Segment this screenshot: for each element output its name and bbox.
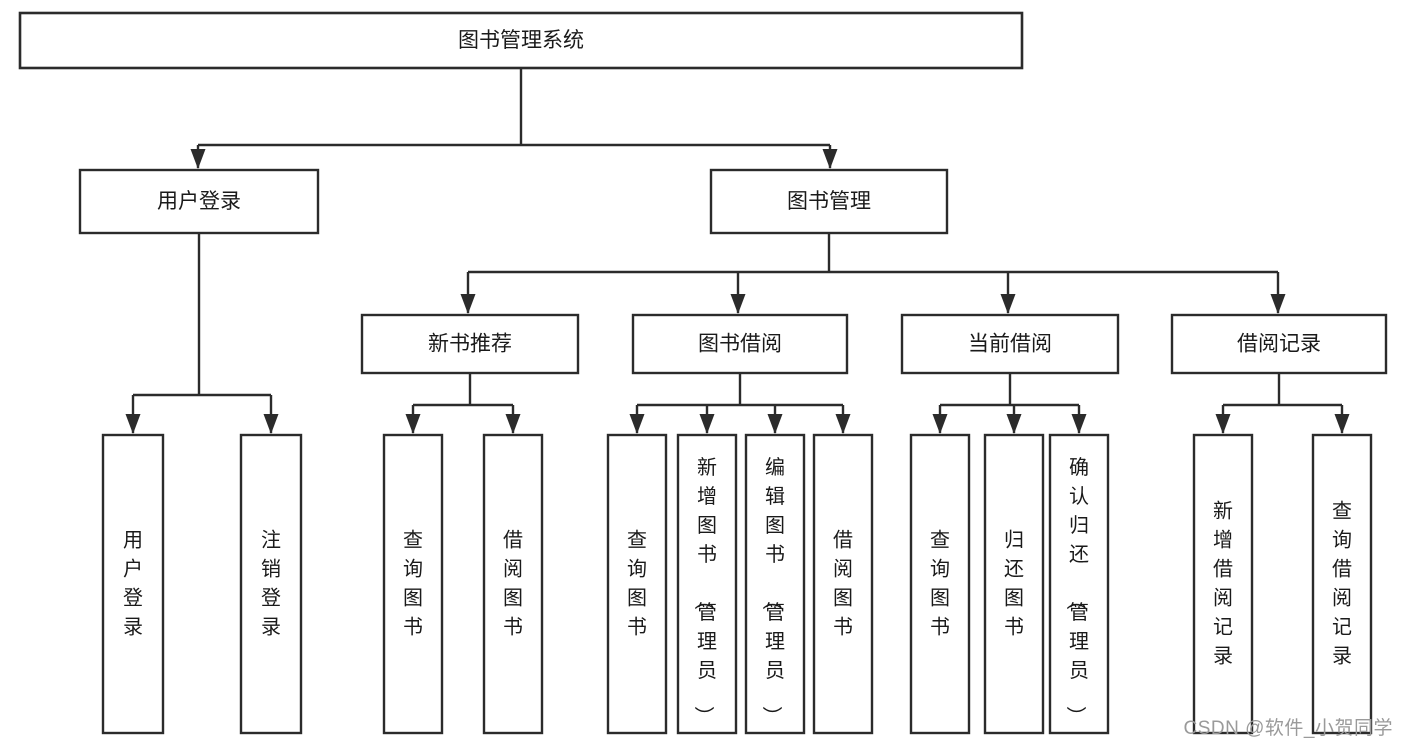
node-box-new-book-rec[interactable] — [360, 313, 580, 375]
node-box-leaf-borrow-book-2[interactable] — [812, 433, 874, 735]
node-box-leaf-add-book[interactable] — [676, 433, 738, 735]
node-label-leaf-add-record: 新增借阅记录 — [1213, 500, 1233, 668]
node-label-borrow-record: 借阅记录 — [1237, 333, 1321, 356]
node-box-leaf-query-book-3[interactable] — [909, 433, 971, 735]
connector-layer — [125, 68, 1350, 434]
node-label-leaf-query-record: 查询借阅记录 — [1332, 500, 1352, 668]
node-label-new-book-rec: 新书推荐 — [428, 333, 512, 356]
node-label-leaf-query-book-1: 查询图书 — [403, 529, 423, 639]
node-leaf-add-book[interactable]: 新增图书（管理员） — [676, 433, 738, 735]
node-book-manage[interactable]: 图书管理 — [709, 168, 949, 235]
node-current-borrow[interactable]: 当前借阅 — [900, 313, 1120, 375]
node-leaf-user-login[interactable]: 用户登录 — [101, 433, 165, 735]
node-book-borrow[interactable]: 图书借阅 — [631, 313, 849, 375]
node-leaf-add-record[interactable]: 新增借阅记录 — [1192, 433, 1254, 735]
node-leaf-query-book-1[interactable]: 查询图书 — [382, 433, 444, 735]
node-label-leaf-add-book: 新增图书（管理员） — [692, 456, 717, 726]
node-box-leaf-user-login[interactable] — [101, 433, 165, 735]
node-box-book-manage[interactable] — [709, 168, 949, 235]
node-label-current-borrow: 当前借阅 — [968, 333, 1052, 356]
node-leaf-query-book-3[interactable]: 查询图书 — [909, 433, 971, 735]
node-box-user-login[interactable] — [78, 168, 320, 235]
node-box-leaf-add-record[interactable] — [1192, 433, 1254, 735]
node-box-book-borrow[interactable] — [631, 313, 849, 375]
connector-root-fan — [190, 68, 838, 169]
node-box-borrow-record[interactable] — [1170, 313, 1388, 375]
node-borrow-record[interactable]: 借阅记录 — [1170, 313, 1388, 375]
node-box-leaf-query-book-1[interactable] — [382, 433, 444, 735]
node-leaf-query-record[interactable]: 查询借阅记录 — [1311, 433, 1373, 735]
node-label-leaf-logout: 注销登录 — [261, 529, 281, 639]
node-box-leaf-query-book-2[interactable] — [606, 433, 668, 735]
node-box-leaf-confirm-return[interactable] — [1048, 433, 1110, 735]
node-layer: 图书管理系统用户登录图书管理新书推荐图书借阅当前借阅借阅记录用户登录注销登录查询… — [18, 11, 1388, 735]
node-new-book-rec[interactable]: 新书推荐 — [360, 313, 580, 375]
node-leaf-borrow-book-2[interactable]: 借阅图书 — [812, 433, 874, 735]
node-leaf-query-book-2[interactable]: 查询图书 — [606, 433, 668, 735]
connector-manage-fan — [460, 233, 1286, 314]
node-label-leaf-user-login: 用户登录 — [123, 530, 143, 639]
node-leaf-return-book[interactable]: 归还图书 — [983, 433, 1045, 735]
node-box-leaf-borrow-book-1[interactable] — [482, 433, 544, 735]
node-box-leaf-edit-book[interactable] — [744, 433, 806, 735]
node-label-leaf-confirm-return: 确认归还（管理员） — [1064, 456, 1089, 726]
node-box-root[interactable] — [18, 11, 1024, 70]
node-leaf-borrow-book-1[interactable]: 借阅图书 — [482, 433, 544, 735]
node-box-leaf-logout[interactable] — [239, 433, 303, 735]
node-label-book-manage: 图书管理 — [787, 190, 871, 213]
node-label-leaf-borrow-book-1: 借阅图书 — [503, 529, 523, 639]
connector-record-fan — [1215, 373, 1350, 434]
node-leaf-logout[interactable]: 注销登录 — [239, 433, 303, 735]
node-leaf-confirm-return[interactable]: 确认归还（管理员） — [1048, 433, 1110, 735]
node-label-leaf-edit-book: 编辑图书（管理员） — [760, 456, 785, 726]
node-label-user-login: 用户登录 — [157, 190, 241, 213]
node-box-current-borrow[interactable] — [900, 313, 1120, 375]
node-label-root: 图书管理系统 — [458, 29, 584, 52]
connector-borrow-fan — [629, 373, 851, 434]
node-root[interactable]: 图书管理系统 — [18, 11, 1024, 70]
connector-current-fan — [932, 373, 1087, 434]
node-label-leaf-borrow-book-2: 借阅图书 — [833, 529, 853, 639]
node-leaf-edit-book[interactable]: 编辑图书（管理员） — [744, 433, 806, 735]
node-label-leaf-query-book-2: 查询图书 — [627, 529, 647, 639]
connector-rec-fan — [405, 373, 521, 434]
node-label-leaf-return-book: 归还图书 — [1004, 529, 1024, 639]
node-user-login[interactable]: 用户登录 — [78, 168, 320, 235]
node-box-leaf-return-book[interactable] — [983, 433, 1045, 735]
connector-login-fan — [125, 233, 279, 434]
node-label-leaf-query-book-3: 查询图书 — [930, 529, 950, 639]
node-label-book-borrow: 图书借阅 — [698, 333, 782, 356]
node-box-leaf-query-record[interactable] — [1311, 433, 1373, 735]
